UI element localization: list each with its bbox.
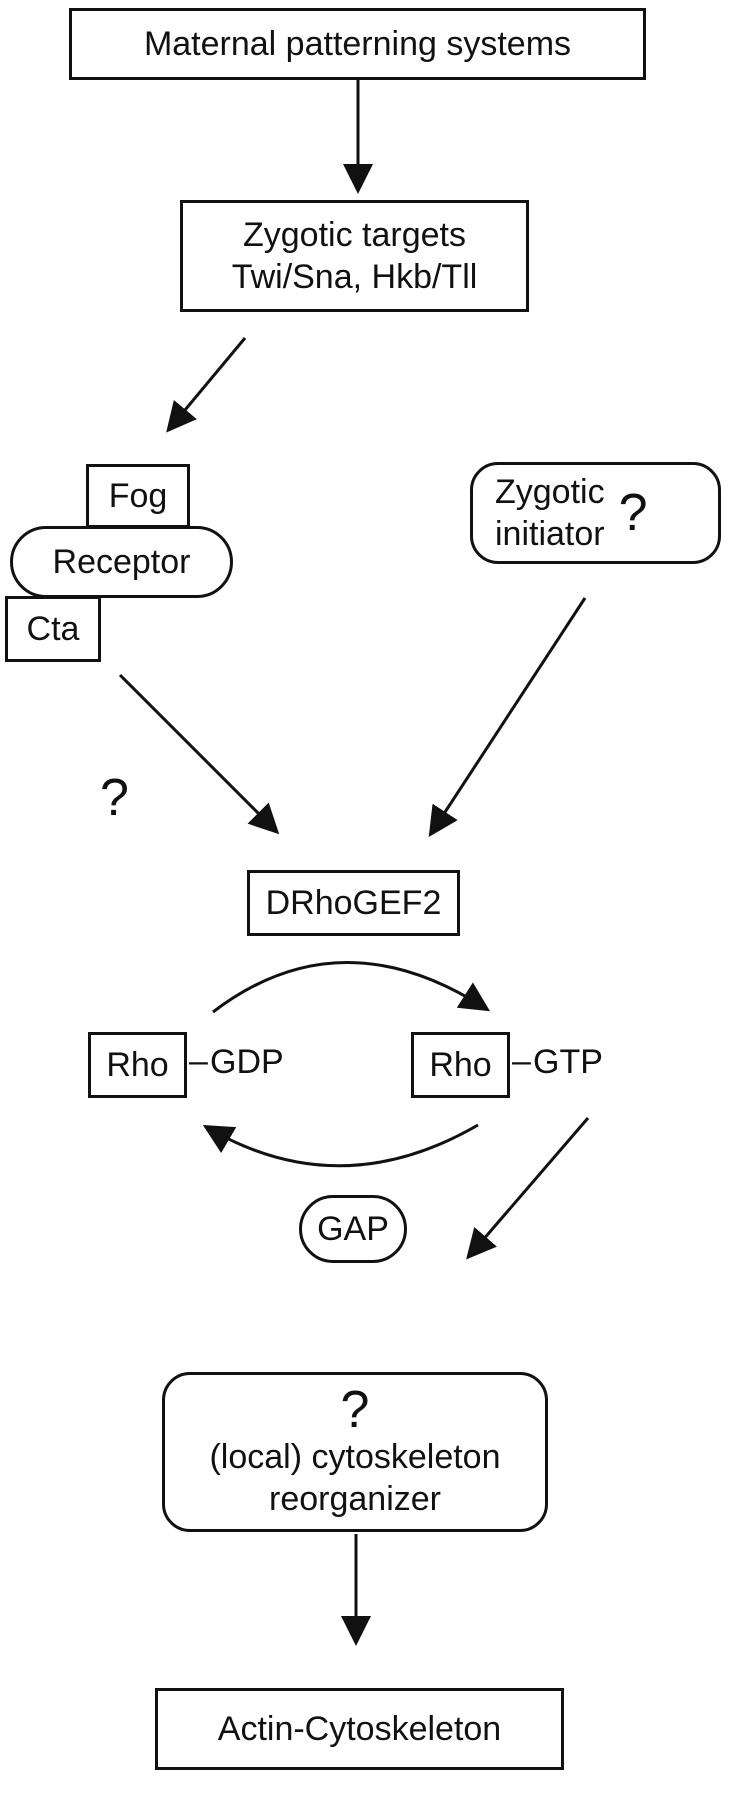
- arrow-gdp-to-gtp: [212, 961, 491, 1014]
- arrow-cta-to-drhogef2: [118, 673, 280, 835]
- zygotic-initiator-question: ?: [618, 483, 648, 542]
- gdp-label: GDP: [210, 1043, 284, 1081]
- actin-cytoskeleton-box: Actin-Cytoskeleton: [155, 1688, 564, 1770]
- reorganizer-line2: reorganizer: [269, 1480, 441, 1518]
- zygotic-initiator-line2: initiator: [495, 515, 605, 553]
- rho-gdp-box: Rho: [88, 1032, 187, 1098]
- maternal-patterning-label: Maternal patterning systems: [143, 24, 572, 63]
- zygotic-initiator-box: Zygotic initiator ?: [470, 462, 721, 564]
- fog-label: Fog: [108, 476, 168, 515]
- reorganizer-line1: (local) cytoskeleton: [209, 1437, 501, 1476]
- left-question-mark: ?: [100, 769, 129, 827]
- rho-gtp-bond: –: [512, 1042, 531, 1080]
- gtp-label: GTP: [533, 1043, 603, 1081]
- cta-box: Cta: [5, 596, 101, 662]
- cta-label: Cta: [26, 609, 80, 648]
- reorganizer-box: ? (local) cytoskeleton reorganizer: [162, 1372, 548, 1532]
- arrow-zygotic-to-fog: [166, 337, 247, 433]
- arrow-gtp-to-gdp: [202, 1123, 479, 1168]
- zygotic-targets-box: Zygotic targets Twi/Sna, Hkb/Tll: [180, 200, 529, 312]
- arrow-gtp-to-reorganizer: [466, 1117, 590, 1260]
- maternal-patterning-box: Maternal patterning systems: [69, 8, 646, 80]
- rho-gtp-rho-label: Rho: [429, 1045, 492, 1084]
- drhogef2-label: DRhoGEF2: [265, 883, 442, 922]
- zygotic-targets-title: Zygotic targets: [243, 215, 466, 254]
- rho-gtp-box: Rho: [411, 1032, 510, 1098]
- receptor-box: Receptor: [10, 526, 233, 598]
- drhogef2-box: DRhoGEF2: [247, 870, 460, 936]
- reorganizer-question: ?: [340, 1380, 370, 1439]
- arrow-initiator-to-drhogef2: [428, 597, 587, 838]
- actin-cytoskeleton-label: Actin-Cytoskeleton: [217, 1709, 502, 1748]
- zygotic-targets-genes: Twi/Sna, Hkb/Tll: [231, 258, 478, 296]
- zygotic-initiator-line1: Zygotic: [495, 472, 605, 511]
- gap-label: GAP: [317, 1209, 389, 1248]
- gap-box: GAP: [299, 1195, 407, 1263]
- fog-box: Fog: [86, 464, 190, 528]
- receptor-label: Receptor: [52, 542, 191, 581]
- rho-gdp-bond: –: [189, 1042, 208, 1080]
- rho-gdp-rho-label: Rho: [106, 1045, 169, 1084]
